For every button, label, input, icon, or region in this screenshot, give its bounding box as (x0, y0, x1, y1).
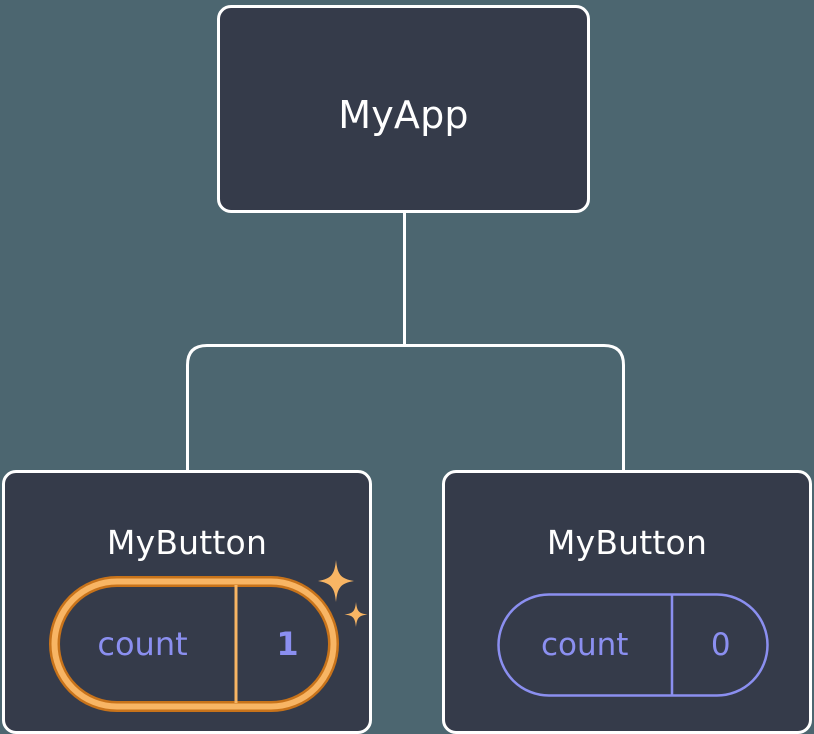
node-myapp-label: MyApp (338, 93, 469, 137)
node-mybutton-0-label: MyButton (106, 523, 268, 562)
sparkle-icon-group (318, 560, 368, 627)
sparkle-icon-small (344, 602, 368, 627)
node-mybutton-1-label: MyButton (546, 523, 708, 562)
state-badge-0-outline (49, 576, 339, 712)
state-badge-count-0[interactable]: count 1 (49, 576, 339, 712)
state-value-0: 1 (276, 625, 299, 663)
state-key-1: count (540, 627, 629, 663)
node-mybutton-0[interactable]: MyButton count 1 (2, 470, 372, 734)
sparkle-icon-large (318, 560, 354, 602)
badge-ring (497, 593, 769, 697)
state-badge-count-1[interactable]: count 0 (497, 593, 769, 697)
node-myapp[interactable]: MyApp (217, 5, 590, 213)
state-badge-1-outline (497, 593, 769, 697)
state-key-0: count (97, 625, 188, 663)
connector-branch-bus (186, 344, 625, 470)
node-mybutton-1[interactable]: MyButton count 0 (442, 470, 812, 734)
badge-inner-ring (51, 578, 337, 710)
state-value-1: 0 (710, 627, 731, 663)
